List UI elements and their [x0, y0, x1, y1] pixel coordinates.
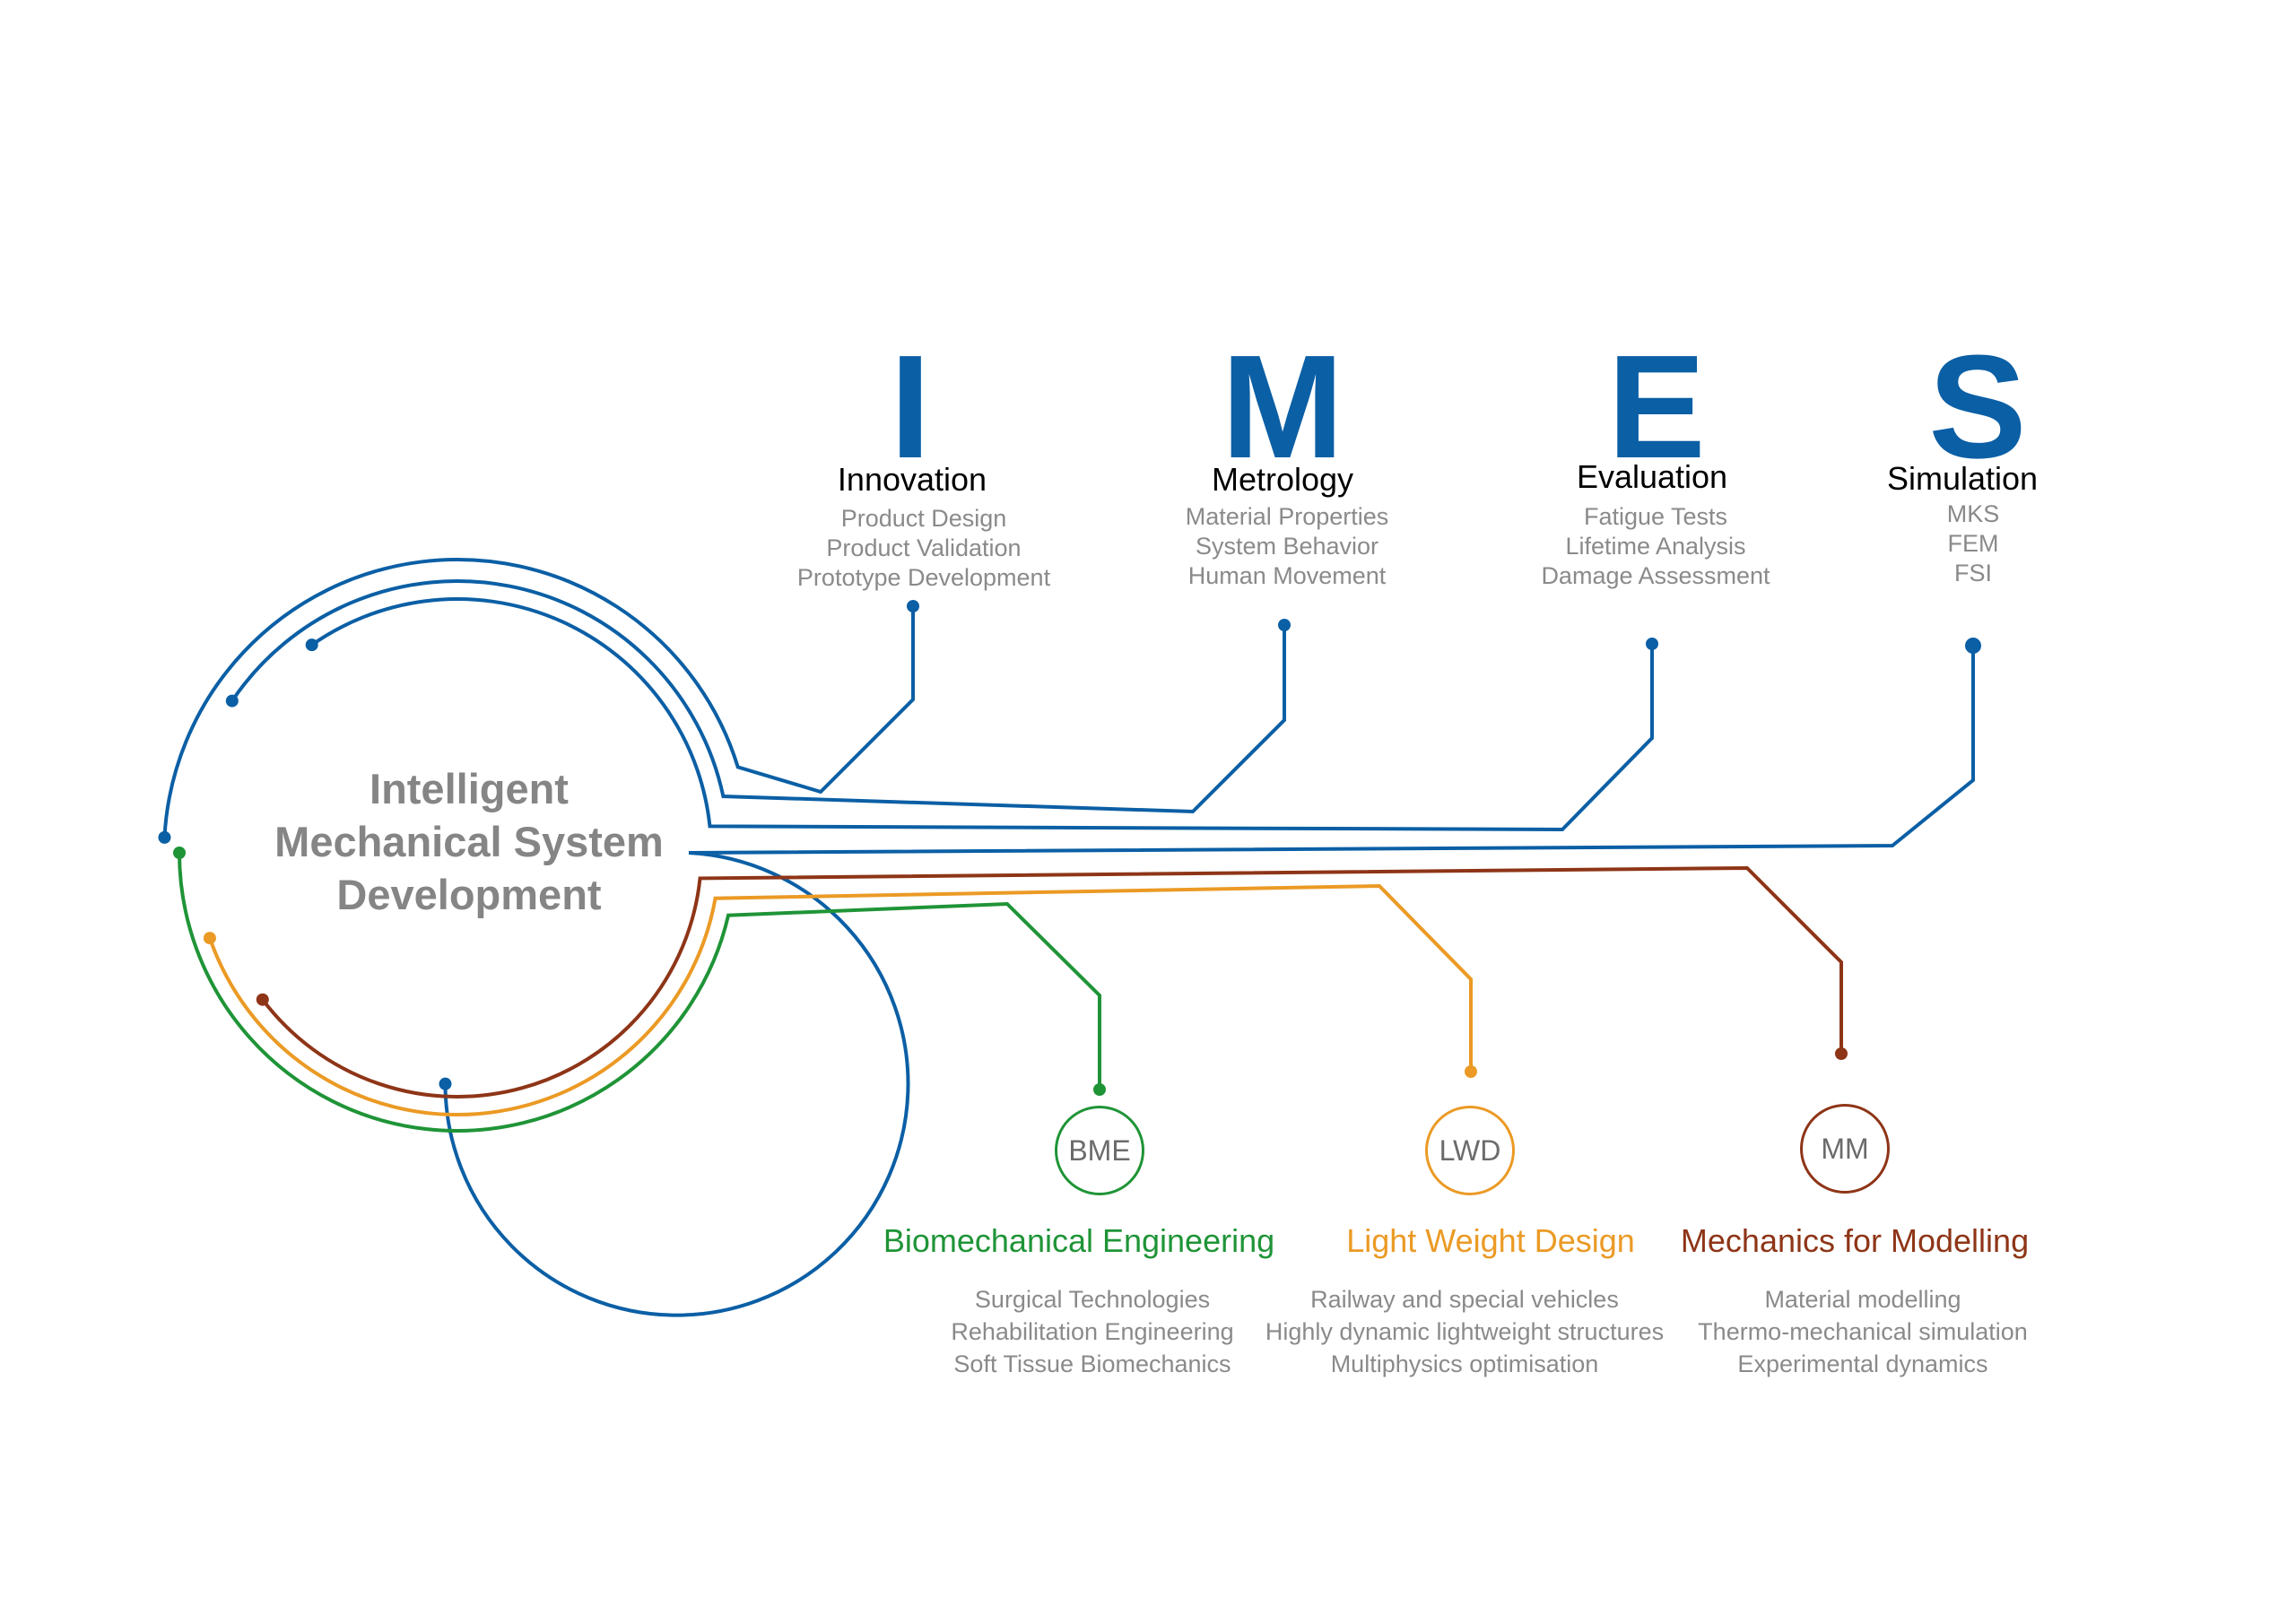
connector-innovation	[162, 558, 915, 838]
area-title-mechanics-for-modelling: Mechanics for Modelling	[1680, 1222, 2030, 1259]
badge-lwd: LWD	[1425, 1106, 1515, 1195]
center-title-line: Intelligent	[370, 765, 569, 812]
area-title-light-weight-design: Light Weight Design	[1346, 1222, 1635, 1259]
pillar-title-metrology: Metrology	[1211, 461, 1354, 498]
pillar-title-simulation: Simulation	[1886, 460, 2039, 497]
center-title-line: Development	[336, 871, 602, 918]
area-items-bme: Surgical Technologies Rehabilitation Eng…	[951, 1283, 1233, 1380]
node-dot	[1646, 638, 1658, 650]
center-title-line: Mechanical System	[274, 818, 664, 865]
area-item: Surgical Technologies	[974, 1286, 1211, 1313]
area-item: Thermo-mechanical simulation	[1698, 1318, 2028, 1345]
area-item: Rehabilitation Engineering	[951, 1318, 1234, 1345]
pillar-item: Prototype Development	[796, 564, 1051, 591]
node-dot	[173, 847, 186, 859]
pillar-items-evaluation: Fatigue Tests Lifetime Analysis Damage A…	[1541, 502, 1770, 591]
pillar-item: Lifetime Analysis	[1565, 533, 1746, 560]
node-dot	[305, 638, 318, 652]
node-dot	[1465, 1065, 1477, 1078]
node-dot	[1093, 1083, 1106, 1096]
pillar-item: System Behavior	[1195, 533, 1379, 560]
area-items-mm: Material modelling Thermo-mechanical sim…	[1698, 1283, 2028, 1380]
area-item: Material modelling	[1764, 1286, 1961, 1313]
node-dot	[439, 1077, 452, 1090]
area-item: Soft Tissue Biomechanics	[953, 1350, 1231, 1377]
pillar-letter-i: I	[890, 325, 931, 489]
node-dot	[256, 993, 269, 1006]
area-title-biomechanical-engineering: Biomechanical Engineering	[883, 1222, 1275, 1259]
badge-mm: MM	[1800, 1104, 1890, 1194]
pillar-item: MKS	[1946, 500, 2000, 527]
badge-bme: BME	[1055, 1106, 1144, 1195]
pillar-item: Product Validation	[826, 534, 1022, 561]
connector-lwd	[208, 883, 1473, 1116]
area-items-lwd: Railway and special vehicles Highly dyna…	[1265, 1283, 1664, 1380]
center-title: Intelligent Mechanical System Developmen…	[274, 762, 664, 921]
connector-bme	[178, 852, 1101, 1133]
pillar-item: Fatigue Tests	[1583, 503, 1728, 530]
pillar-letter-s: S	[1928, 325, 2027, 489]
pillar-letter-m: M	[1221, 325, 1344, 489]
connector-evaluation	[310, 597, 1654, 832]
area-item: Railway and special vehicles	[1310, 1286, 1619, 1313]
node-dot	[1278, 619, 1291, 631]
pillar-item: FSI	[1953, 560, 1993, 586]
connector-metrology	[230, 579, 1286, 814]
pillar-title-evaluation: Evaluation	[1576, 458, 1728, 495]
pillar-item: Human Movement	[1187, 562, 1387, 589]
area-item: Highly dynamic lightweight structures	[1265, 1318, 1665, 1345]
connector-mm	[261, 865, 1843, 1099]
node-dot	[907, 600, 919, 612]
pillar-item: FEM	[1947, 530, 1999, 557]
pillar-letter-e: E	[1607, 325, 1706, 489]
node-dot	[1835, 1047, 1848, 1060]
pillar-items-innovation: Product Design Product Validation Protot…	[797, 504, 1050, 593]
pillar-item: Damage Assessment	[1541, 562, 1770, 589]
area-item: Multiphysics optimisation	[1330, 1350, 1599, 1377]
connector-simulation	[443, 646, 1975, 1317]
pillar-title-innovation: Innovation	[837, 461, 987, 498]
node-dot	[1965, 638, 1981, 654]
node-dot	[203, 932, 216, 945]
pillar-item: Product Design	[840, 505, 1007, 532]
pillar-items-metrology: Material Properties System Behavior Huma…	[1186, 502, 1389, 591]
pillar-items-simulation: MKS FEM FSI	[1947, 499, 2000, 588]
pillar-item: Material Properties	[1185, 503, 1389, 530]
area-item: Experimental dynamics	[1737, 1350, 1988, 1377]
node-dot	[225, 694, 239, 708]
node-dot	[158, 830, 171, 844]
